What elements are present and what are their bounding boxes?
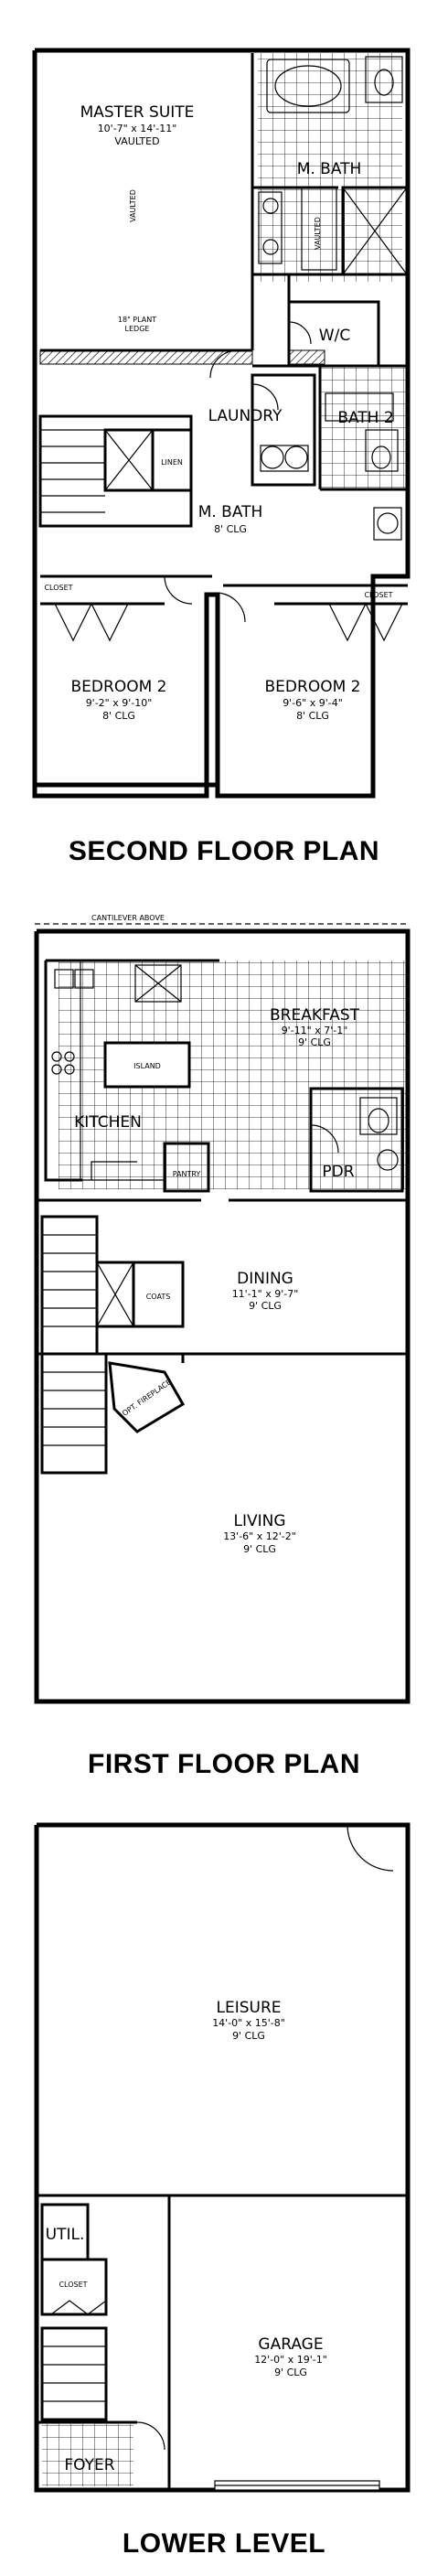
bedroom-left-ceiling: 8' CLG bbox=[102, 710, 135, 722]
laundry-label: LAUNDRY bbox=[208, 407, 283, 425]
dining-label: DINING bbox=[237, 1270, 293, 1288]
foyer-label: FOYER bbox=[64, 2456, 114, 2474]
m-bath-lower-label: M. BATH bbox=[198, 503, 263, 521]
dining-dims: 11'-1" x 9'-7" bbox=[232, 1288, 299, 1300]
dining-ceiling: 9' CLG bbox=[249, 1300, 282, 1312]
cantilever-label: CANTILEVER ABOVE bbox=[91, 914, 165, 922]
second-floor-plan: MASTER SUITE 10'-7" x 14'-11" VAULTED VA… bbox=[32, 48, 411, 866]
bedroom-left-label: BEDROOM 2 bbox=[71, 678, 167, 696]
living-dims: 13'-6" x 12'-2" bbox=[223, 1530, 296, 1542]
first-floor-title: FIRST FLOOR PLAN bbox=[88, 1749, 360, 1779]
lower-closet-label: CLOSET bbox=[59, 2281, 87, 2289]
pantry-label: PANTRY bbox=[173, 1170, 201, 1178]
plant-ledge-line2: LEDGE bbox=[125, 325, 150, 333]
util-label: UTIL. bbox=[46, 2226, 85, 2244]
m-bath-upper-label: M. BATH bbox=[297, 160, 362, 178]
living-ceiling: 9' CLG bbox=[243, 1543, 276, 1555]
bedroom-right-ceiling: 8' CLG bbox=[296, 710, 329, 722]
leisure-dims: 14'-0" x 15'-8" bbox=[212, 2017, 285, 2029]
garage-ceiling: 9' CLG bbox=[274, 2367, 307, 2378]
first-floor-plan: CANTILEVER ABOVE bbox=[34, 914, 411, 1779]
living-label: LIVING bbox=[233, 1512, 285, 1530]
bedroom-right-label: BEDROOM 2 bbox=[265, 678, 361, 696]
master-suite-dims: 10'-7" x 14'-11" bbox=[98, 123, 177, 134]
second-floor-title: SECOND FLOOR PLAN bbox=[69, 836, 379, 866]
master-suite-label: MASTER SUITE bbox=[80, 103, 195, 122]
breakfast-dims: 9'-11" x 7'-1" bbox=[282, 1025, 348, 1036]
bedroom-left-dims: 9'-2" x 9'-10" bbox=[86, 697, 153, 709]
kitchen-label: KITCHEN bbox=[74, 1113, 142, 1132]
bath2-label: BATH 2 bbox=[337, 409, 393, 427]
lower-level-title: LOWER LEVEL bbox=[123, 2528, 325, 2559]
leisure-label: LEISURE bbox=[216, 1999, 281, 2017]
island-label: ISLAND bbox=[133, 1062, 161, 1070]
m-bath-lower-ceiling: 8' CLG bbox=[214, 523, 247, 535]
coats-label: COATS bbox=[146, 1293, 171, 1301]
closet-right-label: CLOSET bbox=[364, 591, 392, 599]
linen-label: LINEN bbox=[161, 458, 183, 467]
leisure-ceiling: 9' CLG bbox=[232, 2030, 265, 2042]
breakfast-label: BREAKFAST bbox=[270, 1006, 360, 1025]
pdr-label: PDR bbox=[322, 1163, 354, 1181]
closet-left-label: CLOSET bbox=[44, 584, 72, 592]
plant-ledge-line1: 18" PLANT bbox=[118, 316, 156, 324]
master-suite-vaulted: VAULTED bbox=[114, 135, 159, 147]
vaulted-side-note: VAULTED bbox=[129, 189, 137, 222]
lower-level-plan: LEISURE 14'-0" x 15'-8" 9' CLG UTIL. CLO… bbox=[34, 1822, 411, 2559]
wic-label: W/C bbox=[319, 327, 350, 345]
garage-label: GARAGE bbox=[258, 2335, 323, 2354]
bedroom-right-dims: 9'-6" x 9'-4" bbox=[283, 697, 343, 709]
garage-dims: 12'-0" x 19'-1" bbox=[254, 2354, 327, 2366]
vaulted-small-note: VAULTED bbox=[314, 217, 322, 250]
breakfast-ceiling: 9' CLG bbox=[298, 1036, 331, 1048]
